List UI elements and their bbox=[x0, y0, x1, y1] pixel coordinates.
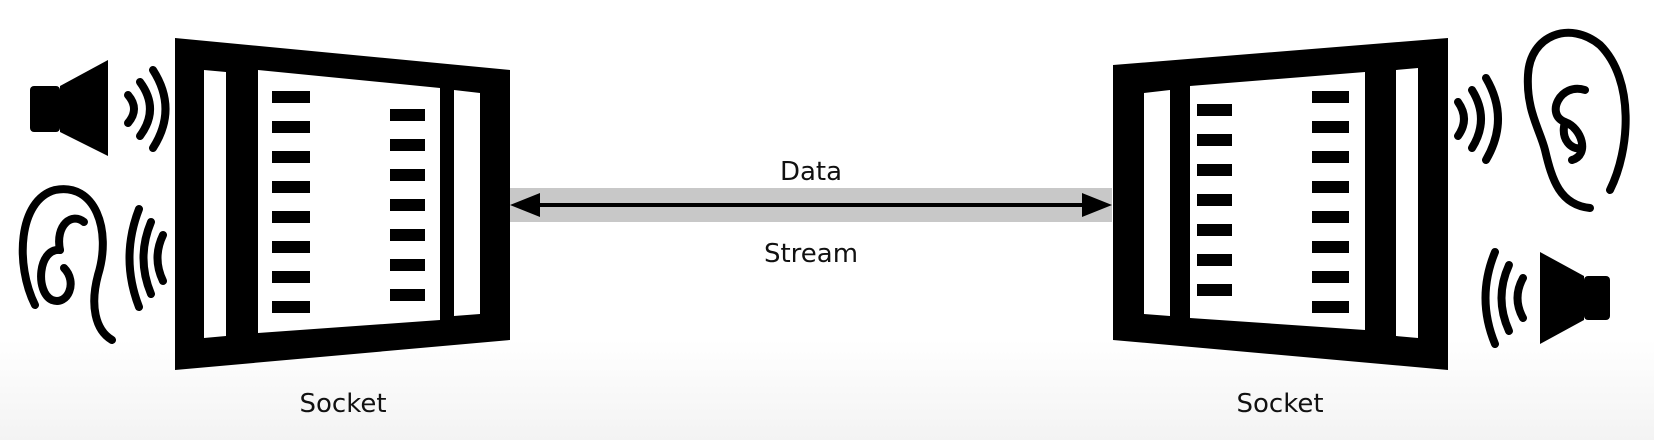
left-socket-strip-inner bbox=[454, 90, 480, 316]
right-socket-strip-outer bbox=[1396, 68, 1418, 338]
right-socket-label: Socket bbox=[1236, 389, 1323, 419]
speaker-icon bbox=[30, 60, 108, 156]
speaker-icon bbox=[1540, 252, 1610, 344]
sound-waves-icon bbox=[124, 66, 170, 152]
data-stream: Data Stream bbox=[510, 157, 1112, 269]
left-socket: Socket bbox=[175, 38, 510, 419]
arrow-head-right bbox=[1082, 193, 1112, 217]
right-socket-strip-inner bbox=[1144, 90, 1170, 316]
left-socket-pins-a bbox=[272, 91, 310, 313]
arrow-head-left bbox=[510, 193, 540, 217]
left-socket-label: Socket bbox=[299, 389, 386, 419]
right-socket-panel bbox=[1190, 72, 1365, 330]
sound-waves-icon bbox=[125, 205, 167, 311]
right-socket-pins-b bbox=[1197, 104, 1232, 296]
left-socket-strip-outer bbox=[204, 70, 226, 338]
right-socket-pins-a bbox=[1312, 91, 1349, 313]
stream-bottom-label: Stream bbox=[764, 239, 858, 269]
ear-icon bbox=[1523, 28, 1630, 212]
left-socket-pins-b bbox=[390, 109, 425, 301]
stream-top-label: Data bbox=[780, 157, 842, 187]
sound-waves-icon bbox=[1454, 74, 1502, 164]
ear-icon bbox=[18, 185, 116, 344]
right-socket: Socket bbox=[1113, 38, 1448, 419]
sound-waves-icon bbox=[1481, 248, 1527, 348]
